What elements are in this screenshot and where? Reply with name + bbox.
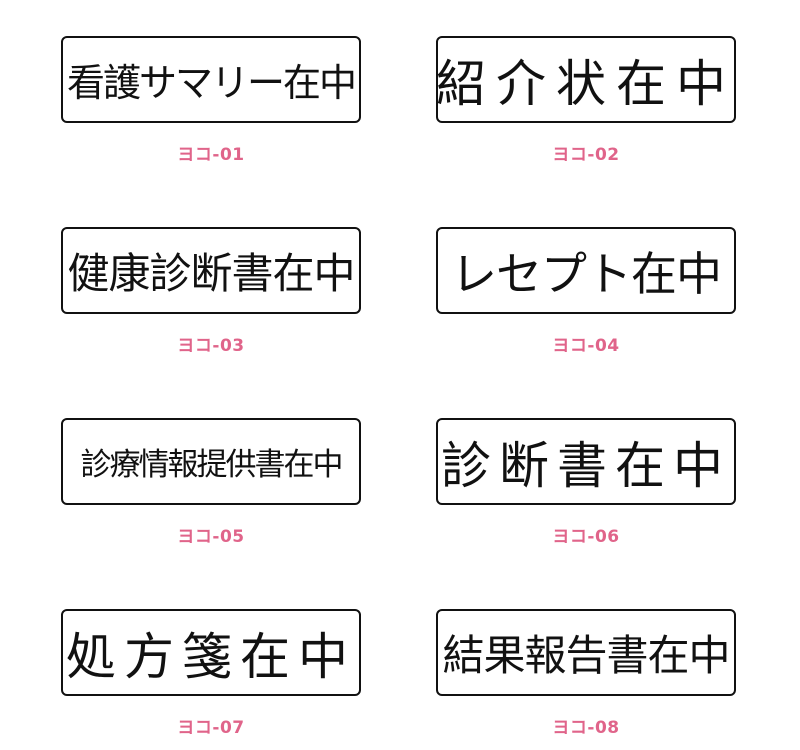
stamp-code-label: ヨコ-05 [177, 527, 245, 547]
stamp-code-label: ヨコ-08 [552, 718, 620, 738]
stamp-code-label: ヨコ-03 [177, 336, 245, 356]
stamp-preview[interactable]: 結果報告書在中 [436, 609, 736, 696]
stamp-preview[interactable]: 紹介状在中 [436, 36, 736, 123]
stamp-text: 看護サマリー在中 [66, 61, 357, 105]
stamp-preview[interactable]: 健康診断書在中 [61, 227, 361, 314]
stamp-code-label: ヨコ-01 [177, 145, 245, 165]
stamp-text: 診断書在中 [441, 436, 731, 495]
stamp-code-label: ヨコ-02 [552, 145, 620, 165]
stamp-text: 診療情報提供書在中 [80, 447, 344, 483]
stamp-preview[interactable]: レセプト在中 [436, 227, 736, 314]
stamp-code-label: ヨコ-07 [177, 718, 245, 738]
stamp-text: 健康診断書在中 [67, 249, 355, 298]
stamp-preview[interactable]: 診療情報提供書在中 [61, 418, 361, 505]
stamp-code-label: ヨコ-04 [552, 336, 620, 356]
stamp-preview[interactable]: 看護サマリー在中 [61, 36, 361, 123]
stamp-text: レセプト在中 [451, 246, 722, 301]
stamp-preview[interactable]: 診断書在中 [436, 418, 736, 505]
stamp-text: 結果報告書在中 [442, 631, 730, 680]
stamp-code-label: ヨコ-06 [552, 527, 620, 547]
stamp-text: 紹介状在中 [436, 54, 736, 113]
stamp-text: 処方箋在中 [66, 627, 356, 686]
stamp-preview[interactable]: 処方箋在中 [61, 609, 361, 696]
